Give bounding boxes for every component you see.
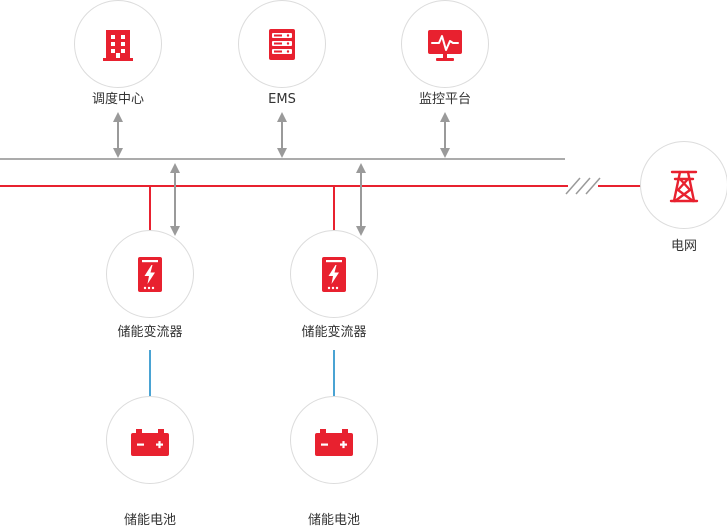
battery-node-2 xyxy=(290,396,378,484)
inverter-icon xyxy=(138,257,162,292)
dispatch-center-node xyxy=(74,0,162,88)
ems-node xyxy=(238,0,326,88)
inverter-icon xyxy=(322,257,346,292)
monitoring-platform-node xyxy=(401,0,489,88)
monitoring-platform-label: 监控平台 xyxy=(418,92,471,107)
line-break-marks xyxy=(565,177,601,195)
building-icon xyxy=(103,30,133,61)
battery-icon xyxy=(315,429,353,456)
grid-label: 电网 xyxy=(670,239,697,254)
ems-label: EMS xyxy=(268,92,296,107)
battery-node-1 xyxy=(106,396,194,484)
pcs-label-2: 储能变流器 xyxy=(301,325,367,340)
battery-label-1: 储能电池 xyxy=(123,513,176,528)
monitor-pulse-icon xyxy=(428,30,462,61)
battery-label-2: 储能电池 xyxy=(307,513,360,528)
pcs-label-1: 储能变流器 xyxy=(117,325,183,340)
battery-icon xyxy=(131,429,169,456)
pcs-node-1 xyxy=(106,230,194,318)
transmission-tower-icon xyxy=(669,170,699,203)
dispatch-center-label: 调度中心 xyxy=(91,92,144,107)
server-rack-icon xyxy=(269,29,295,60)
grid-node xyxy=(640,141,727,229)
pcs-node-2 xyxy=(290,230,378,318)
